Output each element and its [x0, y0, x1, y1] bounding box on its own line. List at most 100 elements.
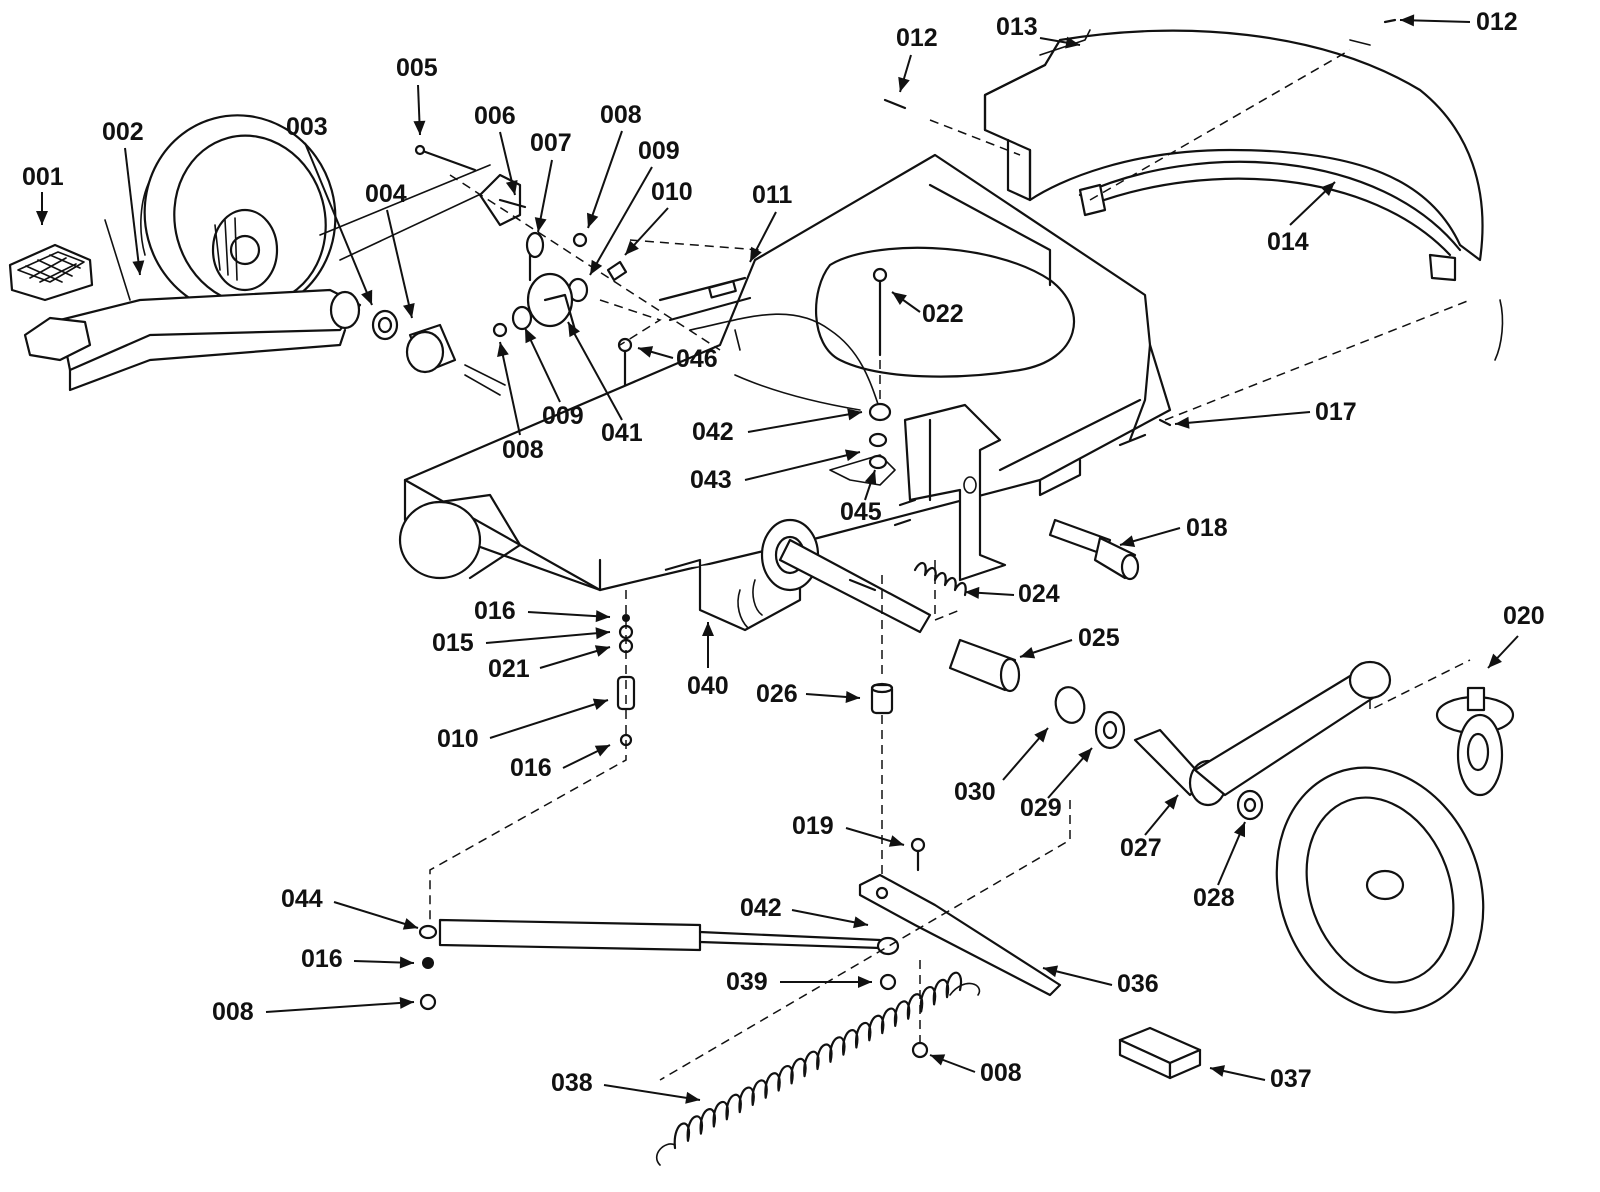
leader-015: [485, 631, 611, 644]
arrowhead-006: [505, 179, 518, 195]
arrowhead-042a: [847, 408, 862, 421]
washer-028: [1236, 789, 1264, 821]
arrowhead-008a: [586, 212, 599, 228]
arrowhead-020: [1488, 653, 1502, 668]
arrowhead-046: [638, 346, 654, 358]
leader-044: [333, 901, 419, 929]
arrowhead-017: [1175, 416, 1190, 429]
arrowhead-030: [1034, 728, 1048, 743]
arrowhead-008c: [399, 996, 414, 1009]
callout-042: 042: [740, 894, 782, 922]
screw-012: [883, 18, 1397, 110]
arrowhead-016b: [594, 745, 610, 757]
callout-012: 012: [1476, 8, 1518, 36]
washer-009: [511, 277, 589, 331]
arrowhead-004: [402, 303, 415, 318]
callout-044: 044: [281, 885, 323, 913]
callout-040: 040: [687, 672, 729, 700]
pedal-pad-001: [8, 243, 94, 302]
arrowhead-037: [1210, 1065, 1225, 1077]
callout-019: 019: [792, 812, 834, 840]
spring-024: [913, 562, 967, 597]
callout-010: 010: [651, 178, 693, 206]
arrowhead-044: [402, 918, 418, 930]
arrowhead-008d: [930, 1054, 946, 1066]
arrowhead-026: [845, 690, 860, 703]
arrowhead-039: [858, 976, 872, 988]
callout-017: 017: [1315, 398, 1357, 426]
bushing-026: [870, 682, 894, 715]
callout-004: 004: [365, 180, 407, 208]
arrowhead-021: [594, 645, 610, 657]
callout-012: 012: [896, 24, 938, 52]
callout-001: 001: [22, 163, 64, 191]
arrowhead-036: [1043, 965, 1059, 978]
arrowhead-028: [1233, 822, 1245, 838]
callout-009: 009: [542, 402, 584, 430]
arrowhead-015: [595, 627, 610, 640]
callout-028: 028: [1193, 884, 1235, 912]
callout-006: 006: [474, 102, 516, 130]
spacer-010: [606, 260, 628, 282]
callout-005: 005: [396, 54, 438, 82]
callout-021: 021: [488, 655, 530, 683]
pin-006: [498, 198, 527, 209]
leader-017: [1174, 411, 1311, 425]
cylinder-044: [418, 918, 900, 956]
callout-labels: 001 002 003 004 005 006 007 008 009 010 …: [22, 8, 1545, 1097]
callout-020: 020: [1503, 602, 1545, 630]
callout-025: 025: [1078, 624, 1120, 652]
arrowhead-012a: [898, 76, 910, 92]
arrowhead-013: [1065, 36, 1080, 49]
callout-016: 016: [301, 945, 343, 973]
callout-010: 010: [437, 725, 479, 753]
callout-016: 016: [474, 597, 516, 625]
leader-008c: [265, 1001, 415, 1013]
bushing-003: [371, 309, 399, 341]
leader-008a: [587, 130, 623, 229]
callout-011: 011: [752, 181, 792, 209]
nut-008: [492, 232, 588, 338]
arrowhead-002: [132, 260, 145, 275]
arrowhead-019: [888, 835, 904, 847]
arrowhead-010a: [625, 240, 639, 255]
callout-024: 024: [1018, 580, 1060, 608]
bolt-019: [910, 837, 926, 872]
leader-004: [386, 209, 413, 319]
screw-017: [1158, 418, 1172, 427]
arrowhead-041: [568, 322, 581, 338]
pin-018: [1048, 518, 1140, 581]
washers-042-043-045: [868, 402, 892, 470]
ring-030: [1054, 686, 1086, 724]
callout-039: 039: [726, 968, 768, 996]
arrowhead-024: [965, 586, 980, 599]
rear-wheel: [1275, 766, 1485, 1014]
plate-036: [858, 873, 1062, 997]
left-wheel: [140, 114, 337, 316]
callout-026: 026: [756, 680, 798, 708]
arrowhead-040: [702, 622, 714, 636]
lever-bracket: [903, 403, 1007, 582]
arrowhead-009a: [590, 259, 603, 275]
arrowhead-043: [844, 449, 860, 462]
callout-042: 042: [692, 418, 734, 446]
arrowhead-012b: [1400, 14, 1415, 27]
leader-043: [744, 451, 861, 481]
leader-041: [567, 321, 623, 421]
arrowhead-010b: [592, 698, 608, 711]
callout-038: 038: [551, 1069, 593, 1097]
arrowhead-029: [1078, 748, 1092, 763]
arrowhead-045: [864, 470, 877, 486]
fender-013: [983, 29, 1484, 262]
callout-007: 007: [530, 129, 572, 157]
shaft-stub: [464, 364, 506, 396]
callout-043: 043: [690, 466, 732, 494]
arrowhead-016a: [595, 610, 610, 623]
bolt-022: [872, 267, 888, 357]
leader-009a: [589, 166, 653, 276]
fender-liner-014: [1078, 160, 1504, 361]
callout-022: 022: [922, 300, 964, 328]
callout-029: 029: [1020, 794, 1062, 822]
